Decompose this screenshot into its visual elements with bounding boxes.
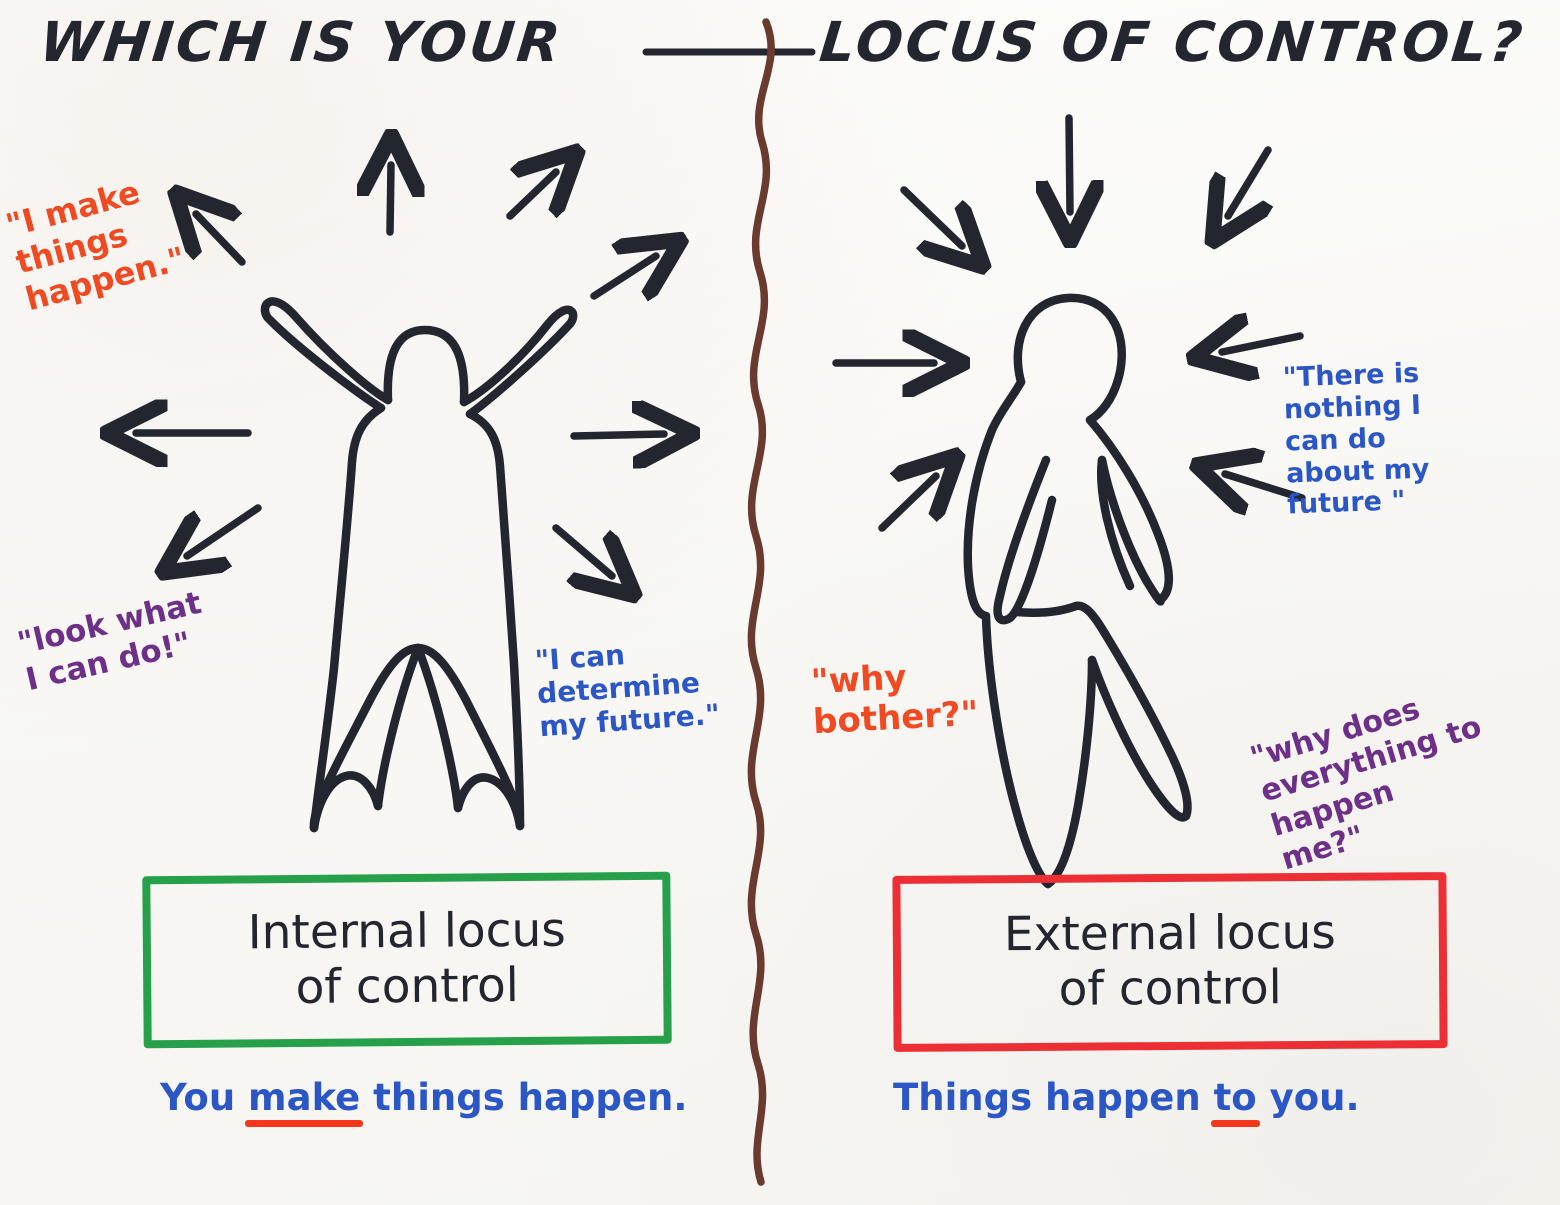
page-title-left: WHICH IS YOUR bbox=[36, 10, 567, 74]
caption-internal-before: You bbox=[160, 1076, 249, 1119]
arrow-right bbox=[570, 434, 664, 436]
caption-external-before: Things happen bbox=[893, 1076, 1214, 1119]
arrow-up-right-into bbox=[878, 476, 936, 532]
arrow-down-right bbox=[900, 186, 962, 246]
arrow-up-right bbox=[506, 172, 556, 220]
internal-locus-label: Internal locus of control bbox=[247, 903, 566, 1015]
arrow-left-into-lower bbox=[1225, 474, 1306, 498]
external-locus-box: External locus of control bbox=[892, 872, 1448, 1052]
arrow-right-upper bbox=[590, 256, 656, 296]
arrow-up bbox=[390, 165, 391, 236]
caption-external: Things happen to you. bbox=[893, 1076, 1360, 1127]
caption-external-after: you. bbox=[1256, 1076, 1360, 1119]
wavy-vertical-divider bbox=[747, 18, 775, 1186]
arrow-left-lower bbox=[187, 504, 262, 556]
internal-locus-box: Internal locus of control bbox=[142, 871, 672, 1049]
external-locus-label: External locus of control bbox=[1003, 905, 1336, 1017]
quote-external-red: "why bother?" bbox=[810, 657, 980, 743]
caption-external-emphasis: to bbox=[1210, 1076, 1260, 1127]
caption-internal-emphasis: make bbox=[245, 1076, 364, 1127]
quote-internal-blue: "I can determine my future." bbox=[533, 638, 721, 744]
caption-internal-after: things happen. bbox=[360, 1076, 688, 1119]
person-outline-arms-down bbox=[963, 293, 1192, 889]
arrow-up-left bbox=[196, 214, 246, 266]
arrow-right-lower bbox=[552, 524, 612, 576]
arrow-down-left bbox=[1228, 146, 1268, 216]
person-outline-arms-raised bbox=[260, 297, 578, 833]
outward-arrows-group bbox=[136, 165, 664, 576]
quote-external-blue: "There is nothing I can do about my futu… bbox=[1282, 357, 1430, 521]
arrow-down bbox=[1069, 114, 1070, 212]
inward-arrows-group bbox=[832, 114, 1306, 532]
caption-internal: You make things happen. bbox=[160, 1076, 688, 1127]
page-title-right: LOCUS OF CONTROL? bbox=[816, 10, 1529, 74]
arrow-left-into-upper bbox=[1222, 336, 1304, 352]
